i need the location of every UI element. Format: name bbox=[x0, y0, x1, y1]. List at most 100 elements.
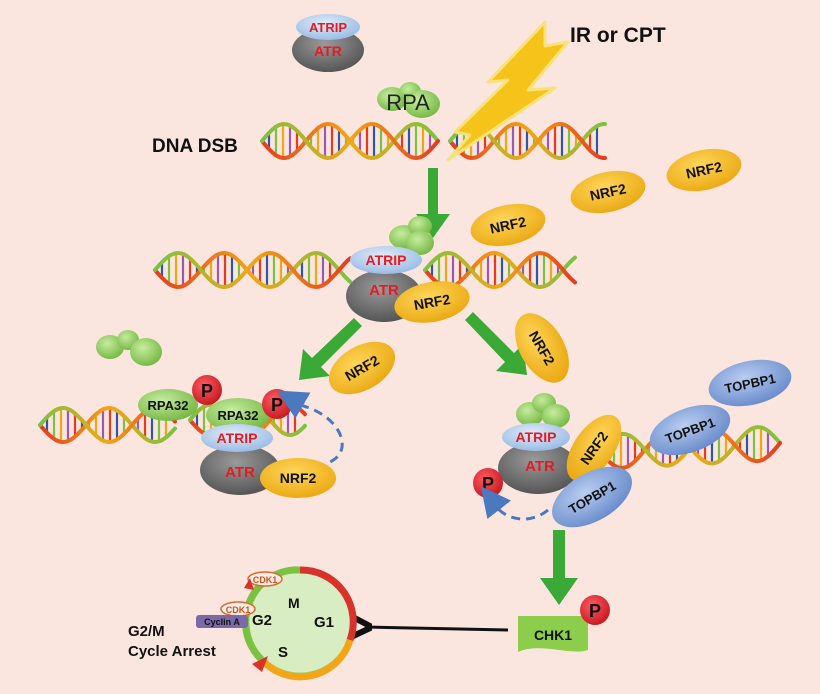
rpa-top: RPA bbox=[377, 82, 440, 118]
rpa32-label: RPA32 bbox=[148, 398, 189, 413]
nrf2-label: NRF2 bbox=[488, 213, 527, 236]
atrip-label: ATRIP bbox=[366, 252, 407, 268]
rpa-right bbox=[516, 393, 570, 428]
topbp1-protein bbox=[708, 359, 792, 407]
cycle-arc-g1 bbox=[299, 566, 357, 642]
arrow-down-2 bbox=[540, 530, 578, 605]
g2m-label-line2: Cycle Arrest bbox=[128, 643, 216, 660]
nrf2-protein bbox=[328, 341, 396, 395]
atr-protein bbox=[498, 442, 578, 494]
dashed-arrow-left bbox=[299, 403, 344, 464]
g2m-label-line1: G2/M bbox=[128, 623, 165, 640]
nrf2-label: NRF2 bbox=[588, 180, 627, 203]
dashed-arrowhead-right bbox=[480, 486, 512, 520]
atr-label: ATR bbox=[225, 464, 255, 481]
nrf2-free-4: NRF2 bbox=[515, 313, 569, 383]
phase-g1-label: G1 bbox=[314, 614, 334, 631]
nrf2-free-3: NRF2 bbox=[470, 203, 546, 247]
rpa-middle bbox=[389, 216, 434, 255]
chk1-protein bbox=[518, 616, 588, 652]
atrip-label: ATRIP bbox=[516, 429, 557, 445]
atr-atrip-complex-middle: ATR ATRIP NRF2 bbox=[346, 246, 470, 323]
ir-cpt-label: IR or CPT bbox=[570, 24, 666, 47]
cdk1-label: CDK1 bbox=[226, 605, 251, 615]
atrip-protein bbox=[502, 423, 570, 451]
nrf2-label: NRF2 bbox=[413, 291, 452, 313]
cyclin-a-label: Cyclin A bbox=[204, 617, 240, 627]
atr-protein bbox=[200, 445, 280, 495]
arrow-right-branch bbox=[465, 312, 527, 375]
phosphate-label: P bbox=[201, 381, 213, 401]
topbp1-protein bbox=[552, 466, 632, 528]
rpa32-protein bbox=[206, 398, 270, 432]
dna-helix bbox=[153, 250, 352, 290]
cell-cycle: M G1 S G2 bbox=[241, 566, 357, 681]
cycle-arc-s bbox=[259, 638, 354, 681]
atrip-protein bbox=[350, 246, 422, 274]
phase-s-label: S bbox=[278, 644, 288, 661]
nrf2-protein bbox=[470, 203, 546, 247]
rpa32-protein bbox=[138, 389, 198, 421]
atr-atrip-complex-top: ATR ATRIP bbox=[292, 14, 364, 72]
arrow-left-branch bbox=[299, 318, 362, 380]
cdk1-top: CDK1 bbox=[244, 571, 283, 590]
lightning-bolt-icon bbox=[446, 20, 570, 162]
nrf2-label: NRF2 bbox=[684, 158, 723, 181]
dna-strand bbox=[260, 121, 440, 161]
phosphate-badge bbox=[192, 375, 222, 405]
atrip-label: ATRIP bbox=[217, 430, 258, 446]
nrf2-free-5: NRF2 bbox=[328, 341, 396, 395]
nrf2-label: NRF2 bbox=[280, 470, 317, 486]
rpa32-label: RPA32 bbox=[218, 408, 259, 423]
atr-label: ATR bbox=[369, 282, 399, 299]
rpa-subunit bbox=[96, 335, 124, 359]
dashed-arrow-right bbox=[493, 504, 549, 521]
nrf2-free-2: NRF2 bbox=[666, 148, 742, 192]
chk1-label: CHK1 bbox=[534, 627, 572, 643]
arrow-to-cell-cycle bbox=[366, 627, 509, 630]
atrip-protein bbox=[296, 14, 360, 40]
atr-label: ATR bbox=[314, 43, 342, 59]
nrf2-protein bbox=[570, 170, 646, 214]
cdk1-cyclin-complex: CDK1 Cyclin A bbox=[196, 601, 256, 628]
cdk1-label: CDK1 bbox=[253, 575, 278, 585]
atrip-protein bbox=[201, 424, 273, 452]
rpa-released bbox=[96, 330, 162, 366]
nrf2-protein bbox=[515, 313, 569, 383]
atrip-label: ATRIP bbox=[309, 20, 347, 35]
phosphate-label: P bbox=[482, 474, 494, 494]
rpa-subunit bbox=[542, 404, 570, 428]
dna-strand bbox=[423, 250, 577, 290]
phosphate-label: P bbox=[271, 395, 283, 415]
rpa-subunit bbox=[408, 216, 432, 236]
dna-helix bbox=[260, 121, 440, 161]
dna-dsb-label: DNA DSB bbox=[152, 136, 238, 157]
phospho-2: P bbox=[262, 389, 292, 419]
cdk1-protein bbox=[247, 571, 283, 587]
dashed-arrowhead-left bbox=[277, 390, 311, 419]
cycle-arrowhead-icon bbox=[252, 656, 268, 672]
nrf2-free-1: NRF2 bbox=[570, 170, 646, 214]
rpa32-2: RPA32 bbox=[206, 398, 270, 432]
topbp1-bound-2: TOPBP1 bbox=[552, 466, 632, 528]
cdk1-arrowhead-icon bbox=[244, 578, 254, 590]
atr-label: ATR bbox=[525, 458, 555, 475]
topbp1-bound-1: TOPBP1 bbox=[649, 404, 731, 456]
rpa-subunit bbox=[406, 231, 434, 255]
nrf2-protein bbox=[394, 281, 470, 323]
topbp1-protein bbox=[649, 404, 731, 456]
dna-strand bbox=[153, 250, 352, 290]
atr-atrip-complex-right: ATR ATRIP NRF2 bbox=[498, 414, 622, 494]
dna-strand bbox=[448, 121, 607, 161]
phospho-3: P bbox=[473, 468, 503, 498]
nrf2-protein bbox=[666, 148, 742, 192]
dna-strand bbox=[153, 250, 352, 290]
rpa-label: RPA bbox=[386, 90, 430, 115]
cyclin-a-box bbox=[196, 615, 248, 628]
phosphate-label: P bbox=[589, 601, 601, 621]
chk1: CHK1 P bbox=[518, 595, 610, 652]
phospho-1: P bbox=[192, 375, 222, 405]
dna-helix bbox=[38, 405, 177, 445]
